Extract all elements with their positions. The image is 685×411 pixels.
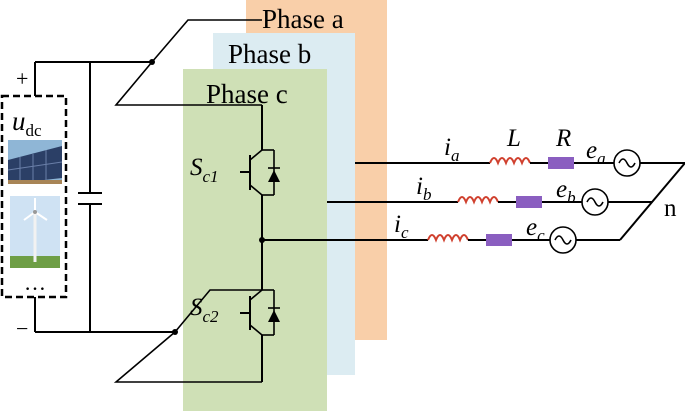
dc-voltage-label: udc [12, 106, 42, 140]
emf-label-a: ea [586, 137, 606, 168]
phase-a-title: Phase a [262, 4, 344, 34]
solar-panel-image [7, 140, 63, 184]
emf-label-b: eb [556, 176, 576, 207]
lower-igbt-switch [240, 289, 280, 336]
bottom-bus-phase-a [174, 289, 262, 333]
current-label-b: ib [416, 173, 431, 204]
output-line-b [327, 188, 652, 216]
upper-switch-label: Sc1 [190, 154, 219, 186]
minus-sign: − [16, 316, 28, 341]
output-line-a [355, 149, 685, 177]
inductor-label: L [506, 125, 521, 152]
output-line-c [262, 226, 620, 254]
neutral-wire [619, 162, 685, 241]
bottom-bus-phase-b [113, 331, 262, 383]
current-label-c: ic [394, 211, 409, 242]
emf-label-c: ec [526, 214, 545, 245]
neutral-label: n [664, 195, 677, 222]
upper-igbt-switch [240, 149, 280, 196]
top-bus-phase-b [114, 61, 262, 106]
lower-switch-label: Sc2 [190, 294, 219, 326]
more-sources-ellipsis: … [24, 270, 46, 295]
wind-turbine-image [10, 196, 60, 268]
plus-sign: + [16, 66, 28, 91]
resistor-label: R [555, 125, 571, 152]
phase-b-title: Phase b [228, 39, 311, 69]
top-bus-phase-a [151, 19, 262, 63]
current-label-a: ia [444, 134, 459, 165]
phase-c-title: Phase c [206, 79, 288, 109]
